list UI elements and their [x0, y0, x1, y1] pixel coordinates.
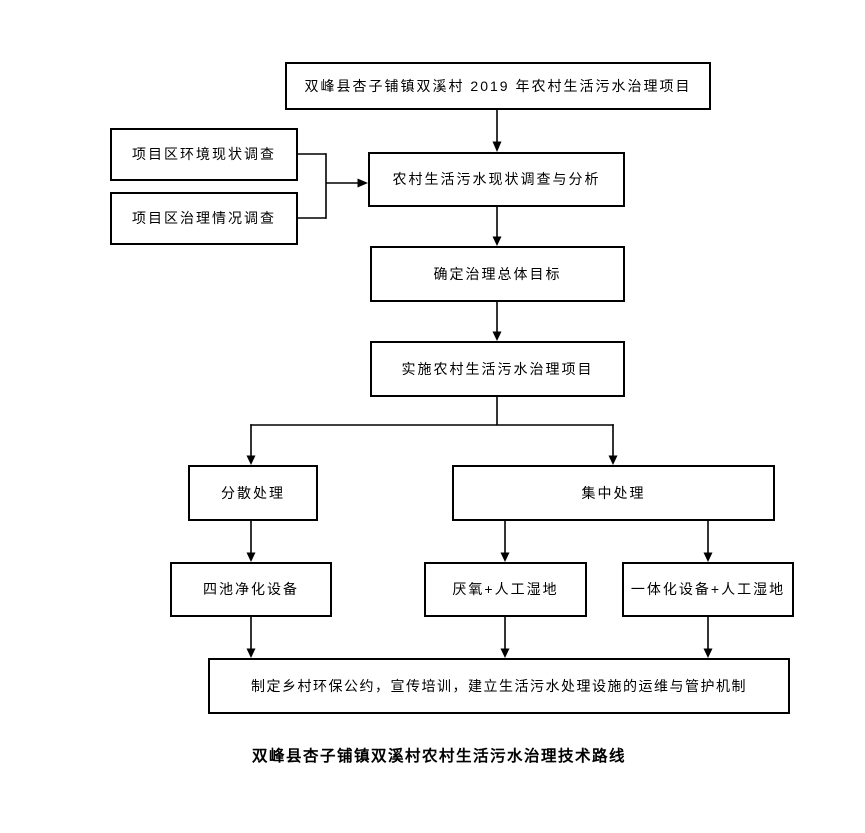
node-env-survey: 项目区环境现状调查 — [110, 128, 298, 181]
node-overall-goal: 确定治理总体目标 — [370, 246, 625, 302]
edge-integrated-wetland-to-management — [703, 617, 713, 658]
edge-overall-goal-to-implement-project — [492, 302, 502, 341]
node-status-analysis: 农村生活污水现状调查与分析 — [368, 152, 625, 207]
node-management: 制定乡村环保公约，宣传培训，建立生活污水处理设施的运维与管护机制 — [208, 658, 790, 714]
node-anaerobic-wetland: 厌氧+人工湿地 — [424, 562, 587, 617]
node-four-pond: 四池净化设备 — [170, 562, 332, 617]
edge-anaerobic-wetland-to-management — [500, 617, 510, 658]
edge-project-title-to-status-analysis — [492, 110, 502, 152]
diagram-caption: 双峰县杏子铺镇双溪村农村生活污水治理技术路线 — [251, 748, 626, 765]
edge-four-pond-to-management — [246, 617, 256, 658]
edge-status-analysis-to-overall-goal — [492, 207, 502, 246]
edge-centralized-to-integrated-wetland — [703, 521, 713, 562]
edge-surveys-to-status-analysis — [298, 153, 368, 219]
node-implement-project: 实施农村生活污水治理项目 — [370, 341, 625, 397]
node-treatment-survey: 项目区治理情况调查 — [110, 192, 298, 245]
edge-implement-project-split — [246, 397, 618, 465]
node-dispersed: 分散处理 — [188, 465, 318, 521]
node-integrated-wetland: 一体化设备+人工湿地 — [622, 562, 794, 617]
node-project-title: 双峰县杏子铺镇双溪村 2019 年农村生活污水治理项目 — [285, 62, 711, 110]
node-centralized: 集中处理 — [452, 465, 775, 521]
edge-dispersed-to-four-pond — [246, 521, 256, 562]
edge-centralized-to-anaerobic-wetland — [500, 521, 510, 562]
